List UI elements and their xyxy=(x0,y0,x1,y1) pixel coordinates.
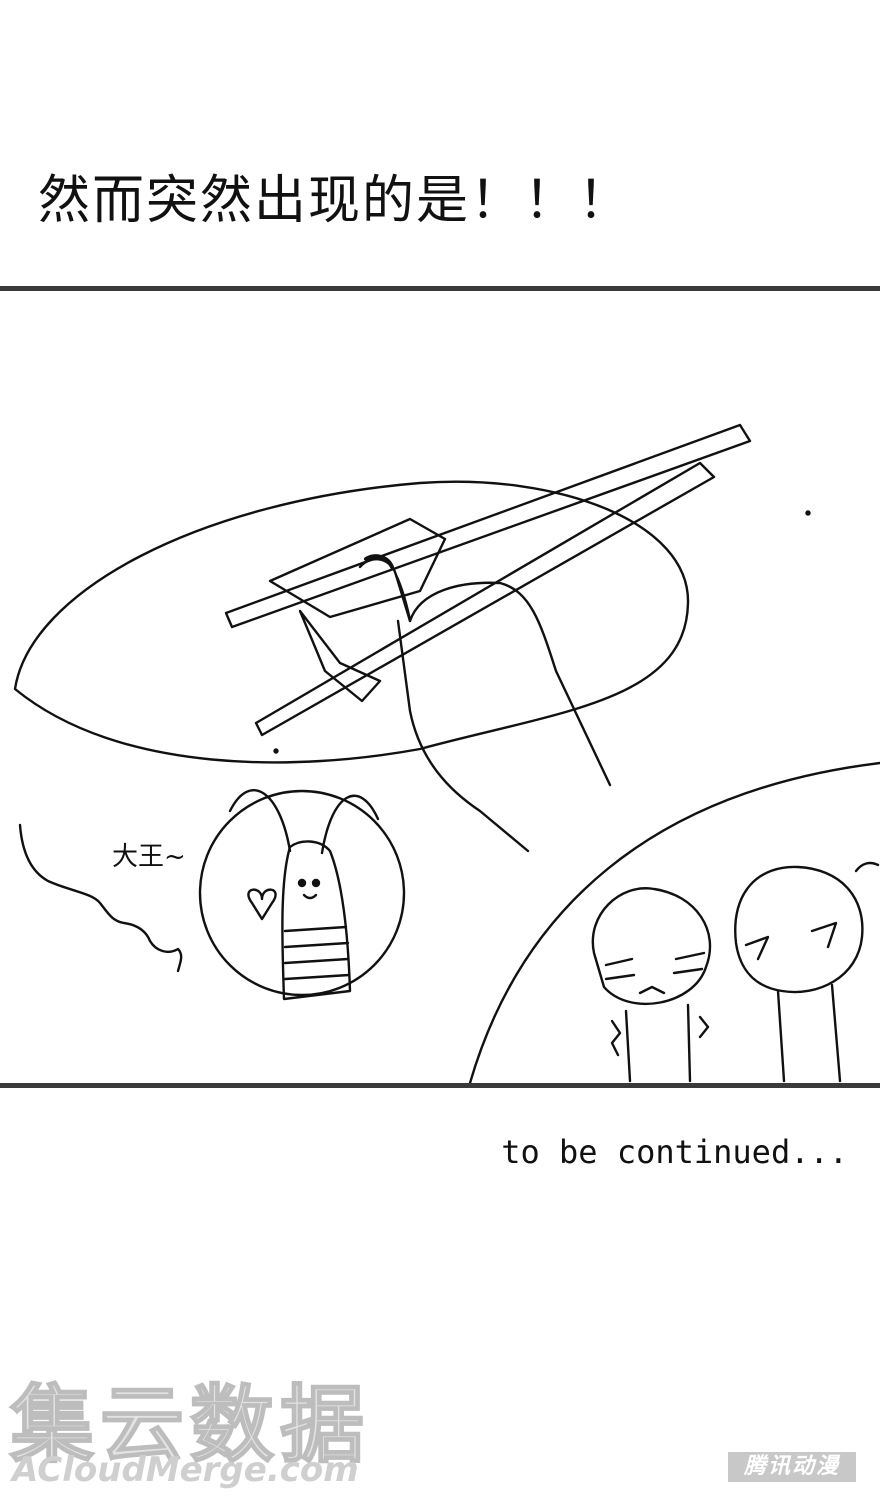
bug-antenna xyxy=(228,789,292,853)
bug-antenna xyxy=(320,794,380,855)
watermark: 集云数据 ACloudMerge.com xyxy=(9,1358,390,1490)
watermark-chinese: 集云数据 xyxy=(9,1375,371,1475)
to-be-continued-text: to be continued... xyxy=(501,1133,848,1171)
food-piece xyxy=(298,609,382,703)
comic-panel: 大王~ xyxy=(0,286,880,1088)
heart-doodle xyxy=(247,888,277,921)
speck xyxy=(805,510,811,516)
onlooker-large-neck xyxy=(776,983,842,1083)
bug-body xyxy=(281,840,352,1001)
man-profile xyxy=(18,823,183,973)
bug-stripe xyxy=(283,941,350,949)
onlooker-arc xyxy=(468,761,880,1083)
onlooker-small-head xyxy=(591,887,712,1006)
corner-logo: 腾讯动漫 xyxy=(728,1452,856,1482)
onlooker-small-face xyxy=(604,951,706,981)
hand-outline xyxy=(358,557,612,853)
chopstick-lower xyxy=(254,461,716,737)
sweat-mark xyxy=(610,1019,622,1057)
onlooker-small-neck xyxy=(624,1003,692,1083)
food-piece xyxy=(268,517,447,619)
chopstick-upper xyxy=(224,423,752,629)
bug-stripe xyxy=(283,973,351,981)
squiggle-mark xyxy=(854,861,880,873)
panel-drawing: 大王~ xyxy=(13,423,880,1083)
hand-finger xyxy=(394,573,412,623)
bug-mouth xyxy=(302,893,318,900)
hand-finger-nail xyxy=(364,554,394,569)
bug-eye xyxy=(311,878,321,888)
speck xyxy=(273,748,279,754)
bug-eye xyxy=(297,878,307,888)
thought-bubble xyxy=(198,789,406,997)
speech-label: 大王~ xyxy=(112,842,186,872)
onlooker-large-head xyxy=(734,865,864,994)
caption-text: 然而突然出现的是！！！ xyxy=(38,171,633,231)
onlooker-small-mouth xyxy=(638,985,666,995)
onlooker-large-eye xyxy=(744,935,770,961)
plate-outline xyxy=(13,480,690,764)
watermark-english: ACloudMerge.com xyxy=(12,1450,359,1490)
sweat-mark xyxy=(698,1015,710,1039)
onlooker-large-eye xyxy=(810,921,838,949)
bug-stripe xyxy=(283,925,348,933)
bug-stripe xyxy=(283,957,350,965)
